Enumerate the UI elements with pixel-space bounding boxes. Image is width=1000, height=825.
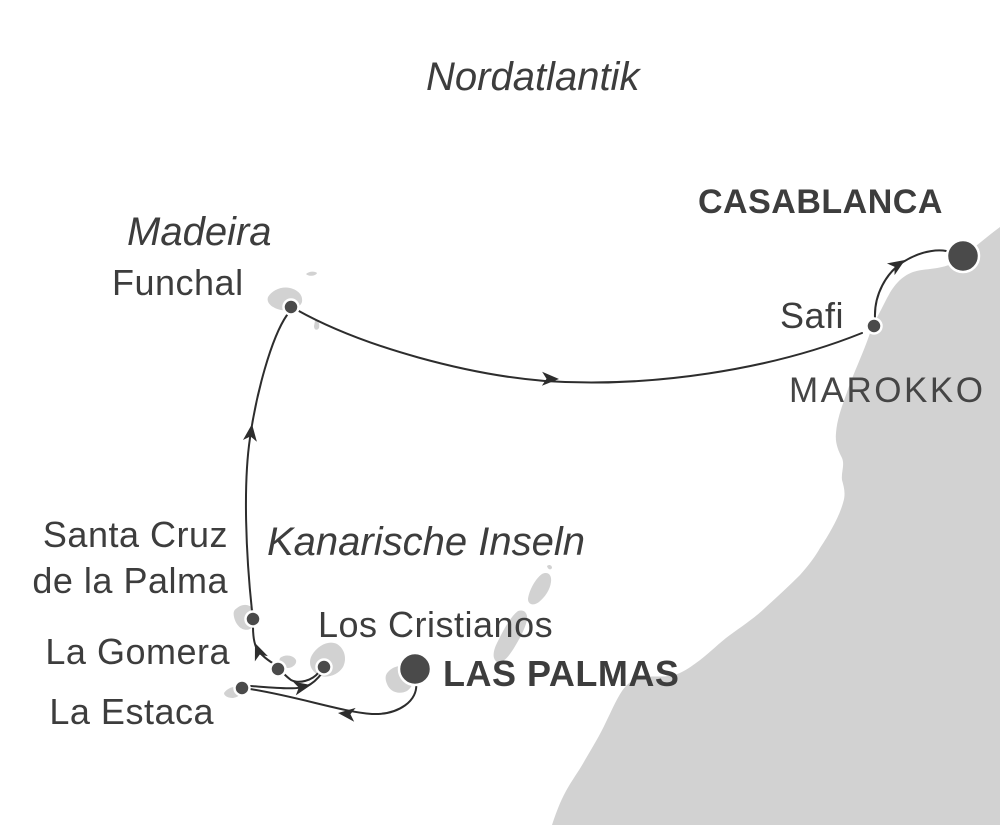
landmass-morocco <box>552 227 1000 825</box>
port-dot-santa-cruz-de-la-palma <box>244 610 262 628</box>
direction-arrow-to-loscristianos <box>292 681 311 696</box>
islet-porto-santo <box>306 271 317 276</box>
port-dot-las-palmas <box>397 651 433 687</box>
route-leg-loscristianos-lagomera <box>281 671 320 683</box>
port-label-las-palmas: LAS PALMAS <box>443 653 680 694</box>
islet-desertas <box>314 320 320 330</box>
port-dot-funchal <box>282 298 300 316</box>
port-dot-casablanca <box>945 238 981 274</box>
direction-arrow-to-casablanca <box>886 260 905 276</box>
port-label-casablanca: CASABLANCA <box>698 183 943 221</box>
sea-label-nordatlantik: Nordatlantik <box>426 55 640 99</box>
country-label-marokko: MAROKKO <box>789 371 986 410</box>
route-leg-laspalmas-laestaca <box>249 681 418 716</box>
port-dot-safi <box>865 317 883 335</box>
port-label-la-gomera: La Gomera <box>45 631 230 672</box>
route-leg-funchal-safi <box>296 309 863 384</box>
santa-cruz-line-1: Santa Cruz <box>42 514 228 555</box>
islet-north-lanzarote <box>547 564 552 570</box>
port-dot-los-cristianos <box>315 658 333 676</box>
direction-arrow-to-lapalma <box>254 643 268 662</box>
island-lanzarote <box>528 572 552 605</box>
direction-arrow-to-safi <box>541 371 559 386</box>
region-label-kanarische-inseln: Kanarische Inseln <box>267 520 585 564</box>
port-dot-la-gomera <box>269 660 287 678</box>
region-label-madeira: Madeira <box>127 210 272 254</box>
port-label-santa-cruz-de-la-palma: Santa Cruz de la Palma <box>18 512 228 604</box>
direction-arrow-to-laestaca <box>338 707 356 722</box>
port-label-funchal: Funchal <box>112 262 244 303</box>
island-fuerteventura <box>493 610 528 663</box>
port-label-safi: Safi <box>780 295 845 336</box>
direction-arrow-to-funchal <box>242 424 257 442</box>
port-label-la-estaca: La Estaca <box>49 691 214 732</box>
santa-cruz-line-2: de la Palma <box>32 560 228 601</box>
port-dot-la-estaca <box>233 679 251 697</box>
route-leg-lapalma-funchal <box>244 314 288 612</box>
port-label-los-cristianos: Los Cristianos <box>318 604 554 645</box>
